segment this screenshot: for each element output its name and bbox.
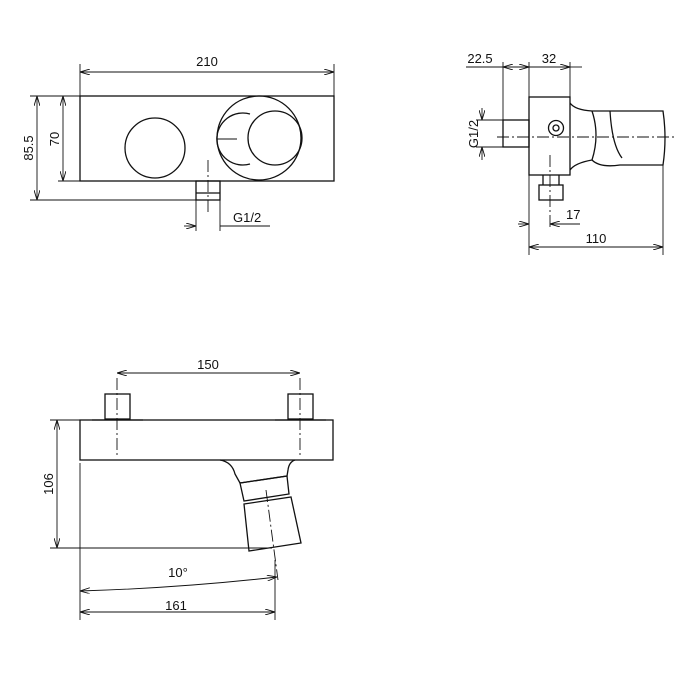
spout-neck	[219, 459, 296, 484]
mixer-body-side	[528, 96, 571, 176]
mixer-body-bottom	[79, 419, 334, 461]
offset-label: 22.5	[467, 51, 492, 66]
thermostat-head-side	[569, 102, 666, 171]
left-handle-circle	[124, 117, 186, 179]
inlet-pipe-right	[287, 393, 314, 420]
height-label: 106	[41, 473, 56, 495]
outlet-offset-label: 17	[566, 207, 580, 222]
angle-arc	[80, 577, 277, 591]
front-view: 210 85.5 70 G1/2	[21, 54, 335, 231]
height-body-label: 70	[47, 132, 62, 146]
thermostat-knob	[247, 110, 303, 166]
outlet-fitting-side	[538, 184, 564, 201]
body-depth-label: 32	[542, 51, 556, 66]
spout-outlet	[243, 496, 302, 552]
spacing-label: 150	[197, 357, 219, 372]
side-connection-label: G1/2	[466, 120, 481, 148]
height-total-label: 85.5	[21, 135, 36, 160]
bottom-view: 150 106 10° 161	[41, 357, 334, 620]
thermostat-ring	[216, 95, 302, 181]
inlet-pipe	[502, 119, 530, 148]
spout-ring	[239, 475, 290, 502]
projection-label: 161	[165, 598, 187, 613]
inlet-pipe-left	[104, 393, 131, 420]
width-label: 210	[196, 54, 218, 69]
knob-back-arc	[216, 112, 251, 166]
side-view: 22.5 32 G1/2 17 110	[466, 51, 675, 255]
angle-label: 10°	[168, 565, 188, 580]
depth-total-label: 110	[586, 231, 607, 246]
mixer-body-front	[79, 95, 335, 182]
connection-label: G1/2	[233, 210, 261, 225]
